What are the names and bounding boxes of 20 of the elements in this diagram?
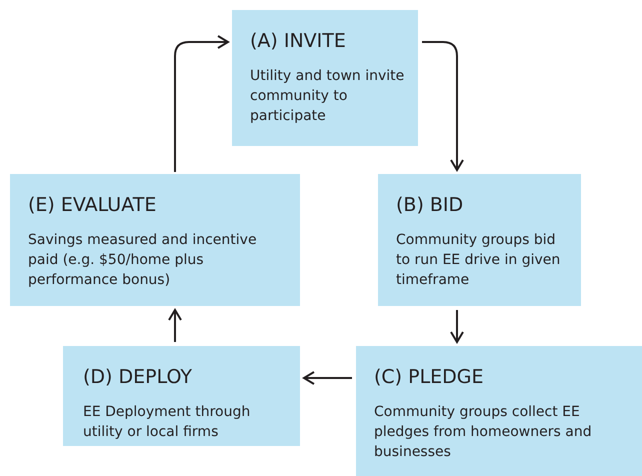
- arrow: [422, 41, 464, 171]
- arrow: [168, 309, 182, 342]
- step-description: Utility and town invite community to participate: [250, 67, 406, 126]
- step-description: Community groups bid to run EE drive in given timeframe: [396, 231, 562, 290]
- step-description: EE Deployment through utility or local firms: [83, 403, 252, 442]
- process-box: [63, 346, 300, 446]
- arrow: [303, 371, 352, 385]
- arrow: [450, 310, 464, 343]
- process-box: [356, 346, 642, 476]
- step-title: (E) EVALUATE: [28, 194, 156, 216]
- arrow: [174, 35, 229, 172]
- step-title: (B) BID: [396, 194, 464, 216]
- step-description: Savings measured and incentive paid (e.g. $50/home plus performance bonus): [28, 231, 258, 290]
- step-title: (C) PLEDGE: [374, 366, 484, 388]
- step-description: Community groups collect EE pledges from homeowners and businesses: [374, 403, 593, 462]
- step-title: (D) DEPLOY: [83, 366, 192, 388]
- process-box: [378, 174, 581, 306]
- process-box: [10, 174, 300, 306]
- step-title: (A) INVITE: [250, 30, 346, 52]
- process-box: [232, 10, 418, 146]
